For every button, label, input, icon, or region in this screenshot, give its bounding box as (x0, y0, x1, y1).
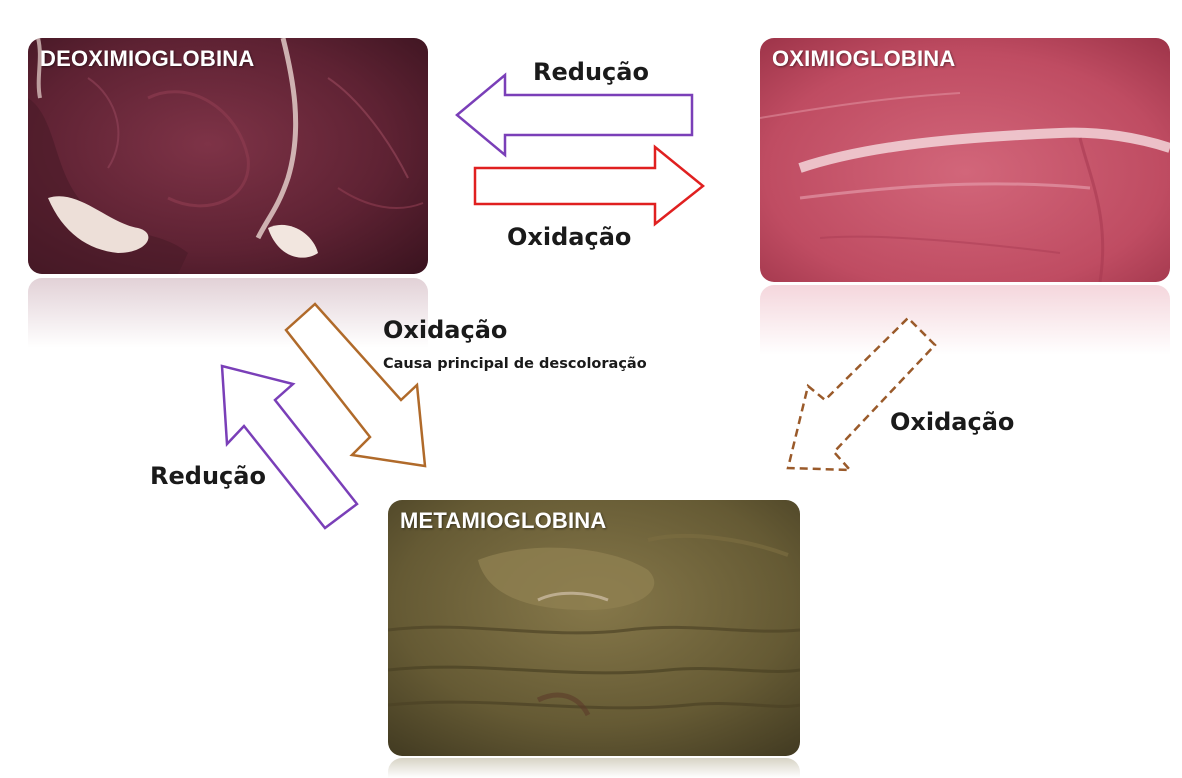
arrow-reducao-top (457, 75, 692, 155)
label-oxidacao-top: Oxidação (507, 223, 631, 251)
label-causa-principal: Causa principal de descoloração (383, 356, 647, 372)
label-reducao-left: Redução (150, 462, 266, 490)
label-oxidacao-right: Oxidação (890, 408, 1014, 436)
label-reducao-top: Redução (533, 58, 649, 86)
arrow-oxidacao-oxy-meta (788, 318, 935, 470)
arrow-oxidacao-top (475, 147, 703, 224)
label-oxidacao-deoxy-meta: Oxidação (383, 316, 507, 344)
